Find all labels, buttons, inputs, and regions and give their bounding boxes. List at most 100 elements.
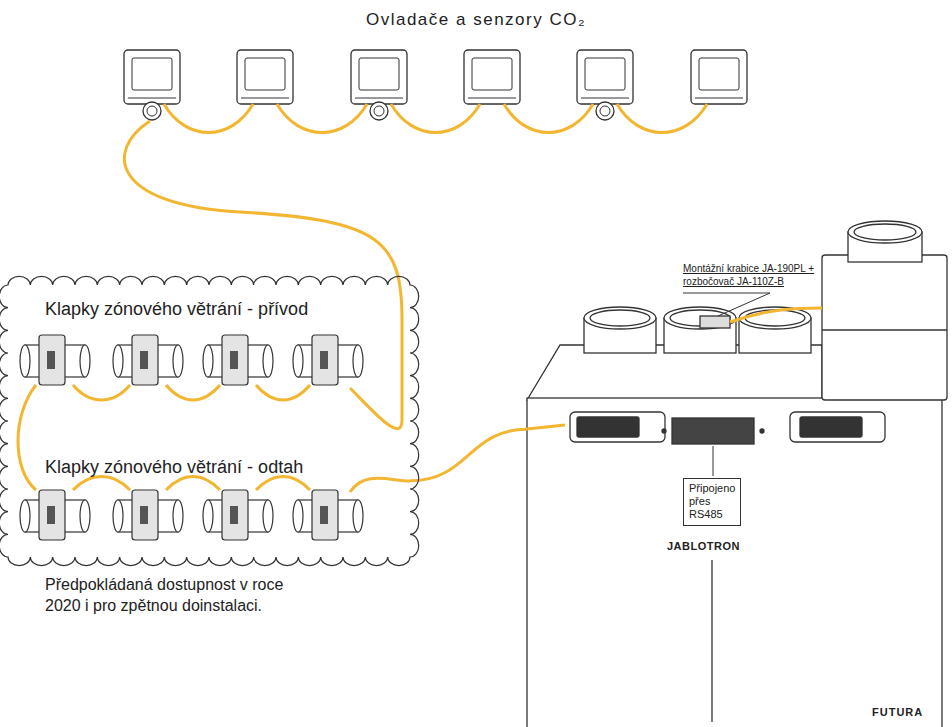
controller-edge xyxy=(695,98,743,99)
zone-heading: Klapky zónového větrání - odtah xyxy=(45,457,303,479)
ventilation-unit xyxy=(700,316,730,328)
damper-actuator xyxy=(39,490,65,540)
zone-damper xyxy=(113,490,183,540)
damper-actuator xyxy=(39,335,65,385)
controller-knob xyxy=(147,106,157,116)
damper-duct xyxy=(263,500,273,532)
bus-cable-connector xyxy=(410,429,527,481)
connection-note-box: Připojeno přes RS485 xyxy=(683,478,741,526)
damper-duct xyxy=(353,345,363,377)
diagram-title: Ovladače a senzory CO₂ xyxy=(0,10,952,30)
ventilation-unit xyxy=(672,418,754,444)
controller-screen xyxy=(359,58,399,90)
damper-duct xyxy=(113,500,123,532)
damper-actuator xyxy=(140,506,148,524)
ventilation-unit xyxy=(854,224,916,240)
bus-cable xyxy=(277,104,367,133)
controller-screen xyxy=(245,58,285,90)
damper-duct xyxy=(80,345,90,377)
controller-edge xyxy=(355,98,403,99)
damper-duct xyxy=(353,500,363,532)
bus-cable xyxy=(124,121,402,429)
damper-actuator xyxy=(222,490,248,540)
ventilation-unit xyxy=(790,412,885,442)
bus-cable xyxy=(73,477,130,491)
controller-group xyxy=(124,50,747,133)
ventilation-unit xyxy=(760,429,764,433)
bus-cable xyxy=(256,477,310,491)
bus-cable xyxy=(504,104,593,133)
damper-actuator xyxy=(320,506,328,524)
controller-edge xyxy=(241,98,289,99)
bus-cable xyxy=(164,104,253,133)
zone-heading: Klapky zónového větrání - přívod xyxy=(45,299,308,321)
zone-damper xyxy=(20,490,90,540)
ventilation-unit xyxy=(577,417,639,437)
model-name: FUTURA xyxy=(872,706,923,719)
controller-knob xyxy=(596,102,614,120)
damper-duct xyxy=(203,500,213,532)
bus-cable xyxy=(617,104,707,133)
ventilation-unit xyxy=(527,398,942,727)
damper-duct xyxy=(113,345,123,377)
damper-zone-cloud: Klapky zónového větrání - přívodKlapky z… xyxy=(8,285,410,557)
ventilation-unit xyxy=(664,307,736,329)
connection-note: Připojeno přes RS485 xyxy=(689,482,735,522)
damper-actuator xyxy=(312,335,338,385)
ventilation-unit xyxy=(711,560,712,722)
ventilation-unit-box: JABLOTRON FUTURA Připojeno přes RS485 xyxy=(527,330,952,727)
bus-cable xyxy=(73,385,130,400)
ventilation-unit xyxy=(822,329,947,330)
damper-duct xyxy=(203,345,213,377)
damper-actuator xyxy=(312,490,338,540)
cloud-outline xyxy=(0,276,419,565)
damper-actuator xyxy=(230,506,238,524)
zone-damper xyxy=(293,490,363,540)
ventilation-unit xyxy=(683,293,770,316)
bus-cable xyxy=(350,308,822,492)
ventilation-unit xyxy=(822,255,947,400)
controller-edge xyxy=(581,98,629,99)
ventilation-unit xyxy=(800,417,862,437)
bus-cable xyxy=(166,385,220,400)
zone-damper xyxy=(293,335,363,385)
bus-cable xyxy=(730,308,822,322)
cloud-outline xyxy=(8,285,410,557)
ventilation-unit xyxy=(584,307,656,329)
controller-knob xyxy=(143,102,161,120)
damper-duct xyxy=(263,345,273,377)
controller-edge xyxy=(468,98,516,99)
component-note: Montážní krabice JA-190PL + rozbočovač J… xyxy=(683,262,815,288)
controller-knob xyxy=(600,106,610,116)
ventilation-unit xyxy=(662,429,666,433)
zone-damper xyxy=(113,335,183,385)
zone-damper xyxy=(203,335,273,385)
ventilation-unit xyxy=(527,221,947,727)
controller-screen xyxy=(472,58,512,90)
availability-note: Předpokládaná dostupnost v roce 2020 i p… xyxy=(45,575,320,617)
damper-actuator xyxy=(47,506,55,524)
brand-logo: JABLOTRON xyxy=(667,540,740,553)
damper-actuator xyxy=(222,335,248,385)
controller-body xyxy=(691,50,747,104)
damper-actuator xyxy=(140,351,148,369)
controller-body xyxy=(124,50,180,104)
damper-duct xyxy=(293,345,303,377)
damper-actuator xyxy=(47,351,55,369)
damper-actuator xyxy=(320,351,328,369)
damper-actuator xyxy=(132,490,158,540)
controller-body xyxy=(351,50,407,104)
bus-cable xyxy=(256,385,310,400)
controller-screen xyxy=(585,58,625,90)
controller-knob xyxy=(374,106,384,116)
controller-edge xyxy=(128,98,176,99)
damper-actuator xyxy=(230,351,238,369)
bus-cable xyxy=(18,385,36,490)
damper-duct xyxy=(20,500,30,532)
controller-body xyxy=(577,50,633,104)
ventilation-unit xyxy=(570,412,665,442)
controller-body xyxy=(464,50,520,104)
damper-duct xyxy=(20,345,30,377)
